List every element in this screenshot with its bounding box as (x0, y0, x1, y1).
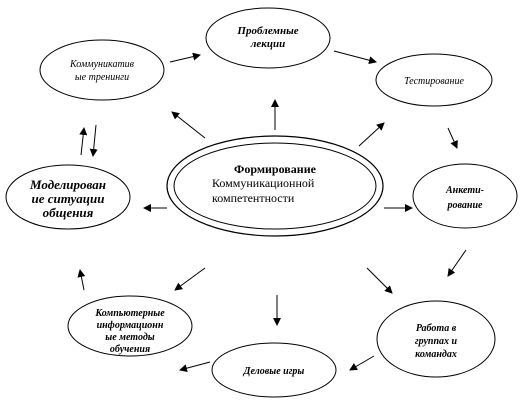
node-games: Деловые игры (211, 342, 337, 398)
arrow-testing-to-survey (447, 127, 458, 149)
center-title: Формирование (234, 162, 317, 176)
node-trainings: Коммуникатив ые тренинги (39, 39, 165, 101)
arrow-center-to-trainings (171, 111, 206, 139)
node-games-line-1: Деловые игры (243, 366, 305, 377)
node-lectures-line-1: Проблемные (236, 25, 298, 37)
node-computer-line-4: обучения (110, 344, 150, 355)
node-computer: Компьютерные информационн ые методы обуч… (67, 295, 193, 357)
node-groupwork: Работа в группах и командах (376, 300, 496, 378)
arrow-lectures-to-testing (333, 50, 377, 65)
arrow-trainings-to-modeling (89, 124, 98, 157)
node-modeling-line-3: общения (43, 205, 94, 220)
center-inner-ellipse (173, 142, 377, 230)
center-node: Формирование Коммуникационной компетентн… (166, 135, 384, 237)
node-survey-line-1: Анкети- (445, 185, 484, 196)
node-survey: Анкети- рование (412, 163, 518, 229)
arrow-modeling-to-trainings (79, 127, 88, 156)
node-computer-line-3: ые методы (105, 332, 155, 343)
node-testing-line-1: Тестирование (404, 76, 464, 87)
node-trainings-line-2: ые тренинги (75, 72, 129, 83)
arrow-computer-to-modeling (77, 269, 86, 291)
center-line-2: Коммуникационной (212, 176, 315, 190)
center-outer-ellipse (166, 135, 384, 237)
node-trainings-line-1: Коммуникатив (69, 59, 135, 70)
center-line-3: компетентности (212, 191, 295, 205)
arrow-survey-to-groupwork (447, 249, 467, 277)
node-modeling-line-2: ие ситуации (32, 191, 105, 206)
arrow-trainings-to-lectures (169, 52, 201, 63)
arrow-center-to-groupwork (366, 267, 393, 294)
node-groupwork-line-2: группах и (415, 336, 458, 347)
arrow-groupwork-to-games (349, 355, 375, 371)
node-computer-line-2: информационн (97, 320, 164, 331)
arrow-center-to-testing (358, 122, 385, 147)
node-modeling: Моделирован ие ситуации общения (5, 164, 131, 230)
node-modeling-line-1: Моделирован (29, 177, 106, 192)
node-lectures: Проблемные лекции (205, 7, 331, 69)
node-lectures-line-2: лекции (250, 38, 285, 50)
arrow-games-to-computer (179, 361, 211, 373)
node-computer-line-1: Компьютерные (94, 308, 165, 319)
node-testing: Тестирование (375, 53, 493, 107)
node-groupwork-line-3: командах (415, 349, 457, 360)
node-groupwork-line-1: Работа в (416, 323, 457, 334)
arrow-center-to-computer (174, 267, 206, 291)
node-survey-line-2: рование (447, 200, 484, 211)
